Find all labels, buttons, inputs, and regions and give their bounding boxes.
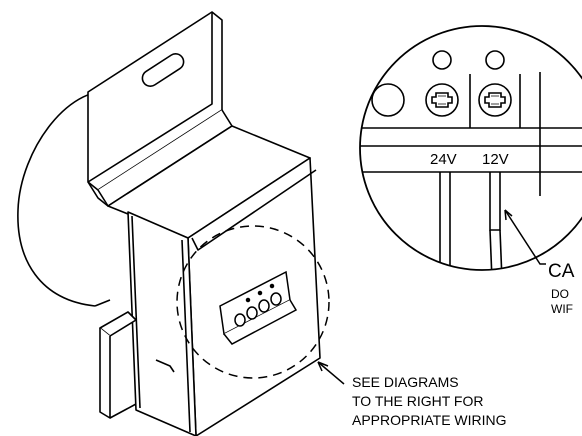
- caution-line-1: DO: [551, 287, 569, 301]
- screw-well-right: [485, 50, 505, 70]
- terminal-12v-label: 12V: [482, 151, 509, 168]
- callout-line-1: SEE DIAGRAMS: [352, 374, 459, 390]
- terminal-screw-4: [270, 292, 282, 306]
- terminal-24v-label: 24V: [430, 151, 457, 168]
- magnified-detail-view: 24V 12V: [359, 25, 582, 271]
- caution-heading: CA: [548, 261, 575, 282]
- caution-leader: [504, 209, 546, 265]
- terminal-screw-3: [258, 299, 270, 313]
- terminal-block: [219, 270, 298, 345]
- screw-12v-icon: [478, 83, 512, 117]
- mounting-bracket: [87, 11, 233, 207]
- screw-partial-icon: [371, 83, 405, 117]
- caution-line-2: WIF: [551, 302, 573, 316]
- screw-24v-icon: [425, 83, 459, 117]
- screw-well-left: [432, 50, 452, 70]
- callout-leader: [317, 361, 345, 385]
- terminal-screw-2: [246, 306, 258, 320]
- callout-line-3: APPROPRIATE WIRING: [352, 412, 507, 428]
- bottom-foot-bracket: [99, 311, 175, 419]
- detail-highlight-circle: [176, 225, 330, 379]
- mounting-slot: [141, 53, 185, 87]
- callout-line-2: TO THE RIGHT FOR: [352, 393, 483, 409]
- terminal-screw-1: [234, 313, 246, 327]
